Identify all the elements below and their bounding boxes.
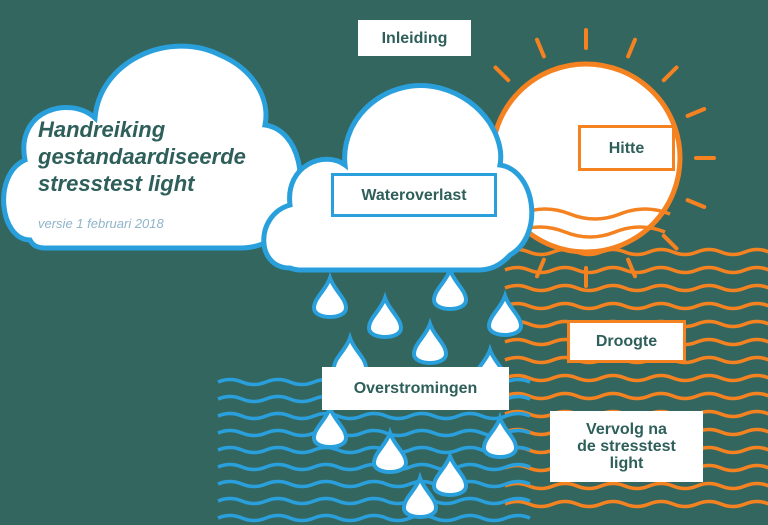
rain-drop	[311, 401, 349, 449]
version-label: versie 1 februari 2018	[38, 216, 164, 231]
sun-ray	[535, 257, 546, 279]
wave-line	[504, 265, 768, 275]
rain-drop	[366, 291, 404, 339]
vervolg-line: de stresstest	[577, 438, 676, 455]
wave-line	[504, 499, 768, 509]
rain-drop	[401, 471, 439, 519]
wave-line	[217, 411, 531, 421]
wave-line	[504, 391, 768, 401]
nav-vervolg-button[interactable]: Vervolg na de stresstest light	[550, 411, 703, 482]
rain-drop	[311, 271, 349, 319]
wave-line	[504, 247, 768, 257]
sun-ray	[493, 65, 511, 83]
sun-ray	[685, 198, 707, 209]
rain-drop	[371, 426, 409, 474]
wave-line	[217, 428, 531, 438]
rain-drops	[311, 263, 524, 519]
rain-drop	[411, 317, 449, 365]
sun-ray	[535, 37, 546, 59]
rain-drop	[431, 449, 469, 497]
rain-drop	[481, 411, 519, 459]
wave-line	[217, 445, 531, 455]
title-line: stresstest light	[38, 171, 195, 196]
nav-overstromingen-button[interactable]: Overstromingen	[322, 367, 509, 410]
sun-ray	[661, 65, 679, 83]
sun-ray	[626, 37, 637, 59]
title-line: Handreiking	[38, 117, 166, 142]
wave-line	[217, 496, 531, 506]
nav-droogte-button[interactable]: Droogte	[567, 320, 686, 363]
nav-inleiding-button[interactable]: Inleiding	[358, 20, 471, 56]
title-line: gestandaardiseerde	[38, 144, 246, 169]
sun-ray	[626, 257, 637, 279]
wave-line	[217, 513, 531, 523]
page-title: Handreiking gestandaardiseerde stresstes…	[38, 116, 298, 197]
sun-ray	[685, 107, 707, 118]
nav-hitte-button[interactable]: Hitte	[578, 125, 675, 171]
sun-ray	[661, 233, 679, 251]
vervolg-line: Vervolg na	[586, 421, 667, 438]
wave-line	[504, 481, 768, 491]
wave-line	[217, 479, 531, 489]
wave-line	[504, 373, 768, 383]
vervolg-line: light	[609, 455, 644, 472]
nav-wateroverlast-button[interactable]: Wateroverlast	[331, 173, 497, 217]
rain-drop	[486, 289, 524, 337]
wave-line	[504, 301, 768, 311]
wave-line	[504, 283, 768, 293]
rain-drop	[431, 263, 469, 311]
